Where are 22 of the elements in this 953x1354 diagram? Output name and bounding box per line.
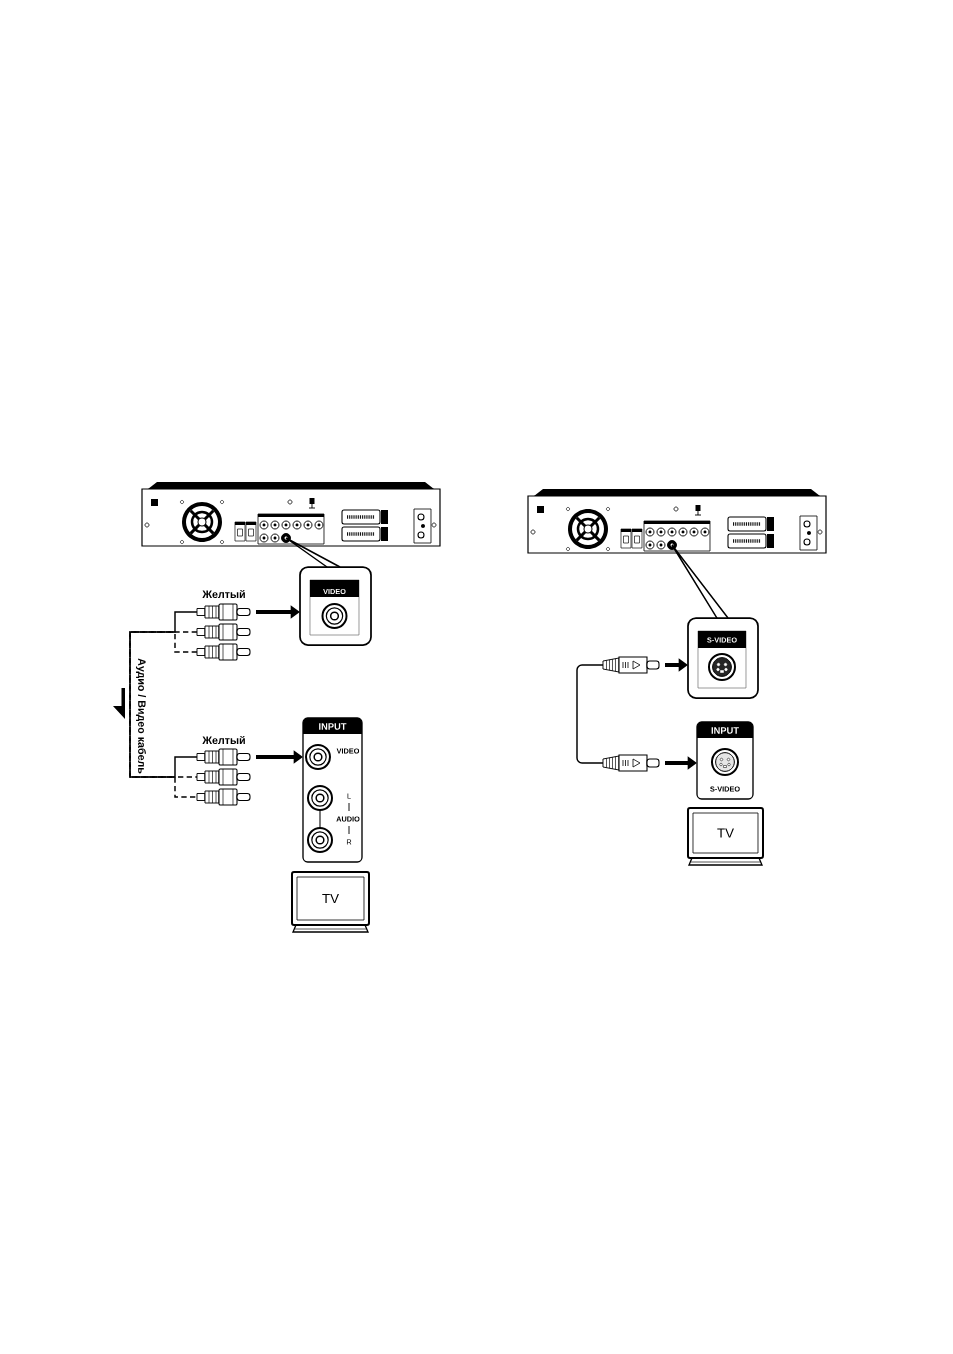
cable	[576, 664, 604, 764]
callout-box	[687, 617, 759, 699]
s-video-plug	[602, 754, 660, 772]
tv-set: TV	[291, 871, 370, 933]
color-label: Желтый	[202, 736, 245, 745]
cable-label: Аудио / Видео кабель	[134, 656, 148, 776]
input-panel	[302, 717, 363, 863]
leader-line	[285, 537, 341, 568]
rca-plug	[196, 603, 251, 621]
input-panel	[696, 721, 754, 800]
rca-plug	[196, 623, 251, 641]
tv-set: TV	[687, 807, 764, 866]
color-label: Желтый	[202, 590, 245, 599]
panel-header: INPUT	[697, 722, 753, 738]
leader-line	[671, 544, 729, 619]
panel-header: INPUT	[303, 718, 362, 734]
callout-box	[299, 566, 372, 646]
s-video-plug	[602, 656, 660, 674]
rca-plug	[196, 643, 251, 661]
rca-plug	[196, 748, 251, 766]
rca-plug	[196, 768, 251, 786]
rca-plug	[196, 788, 251, 806]
